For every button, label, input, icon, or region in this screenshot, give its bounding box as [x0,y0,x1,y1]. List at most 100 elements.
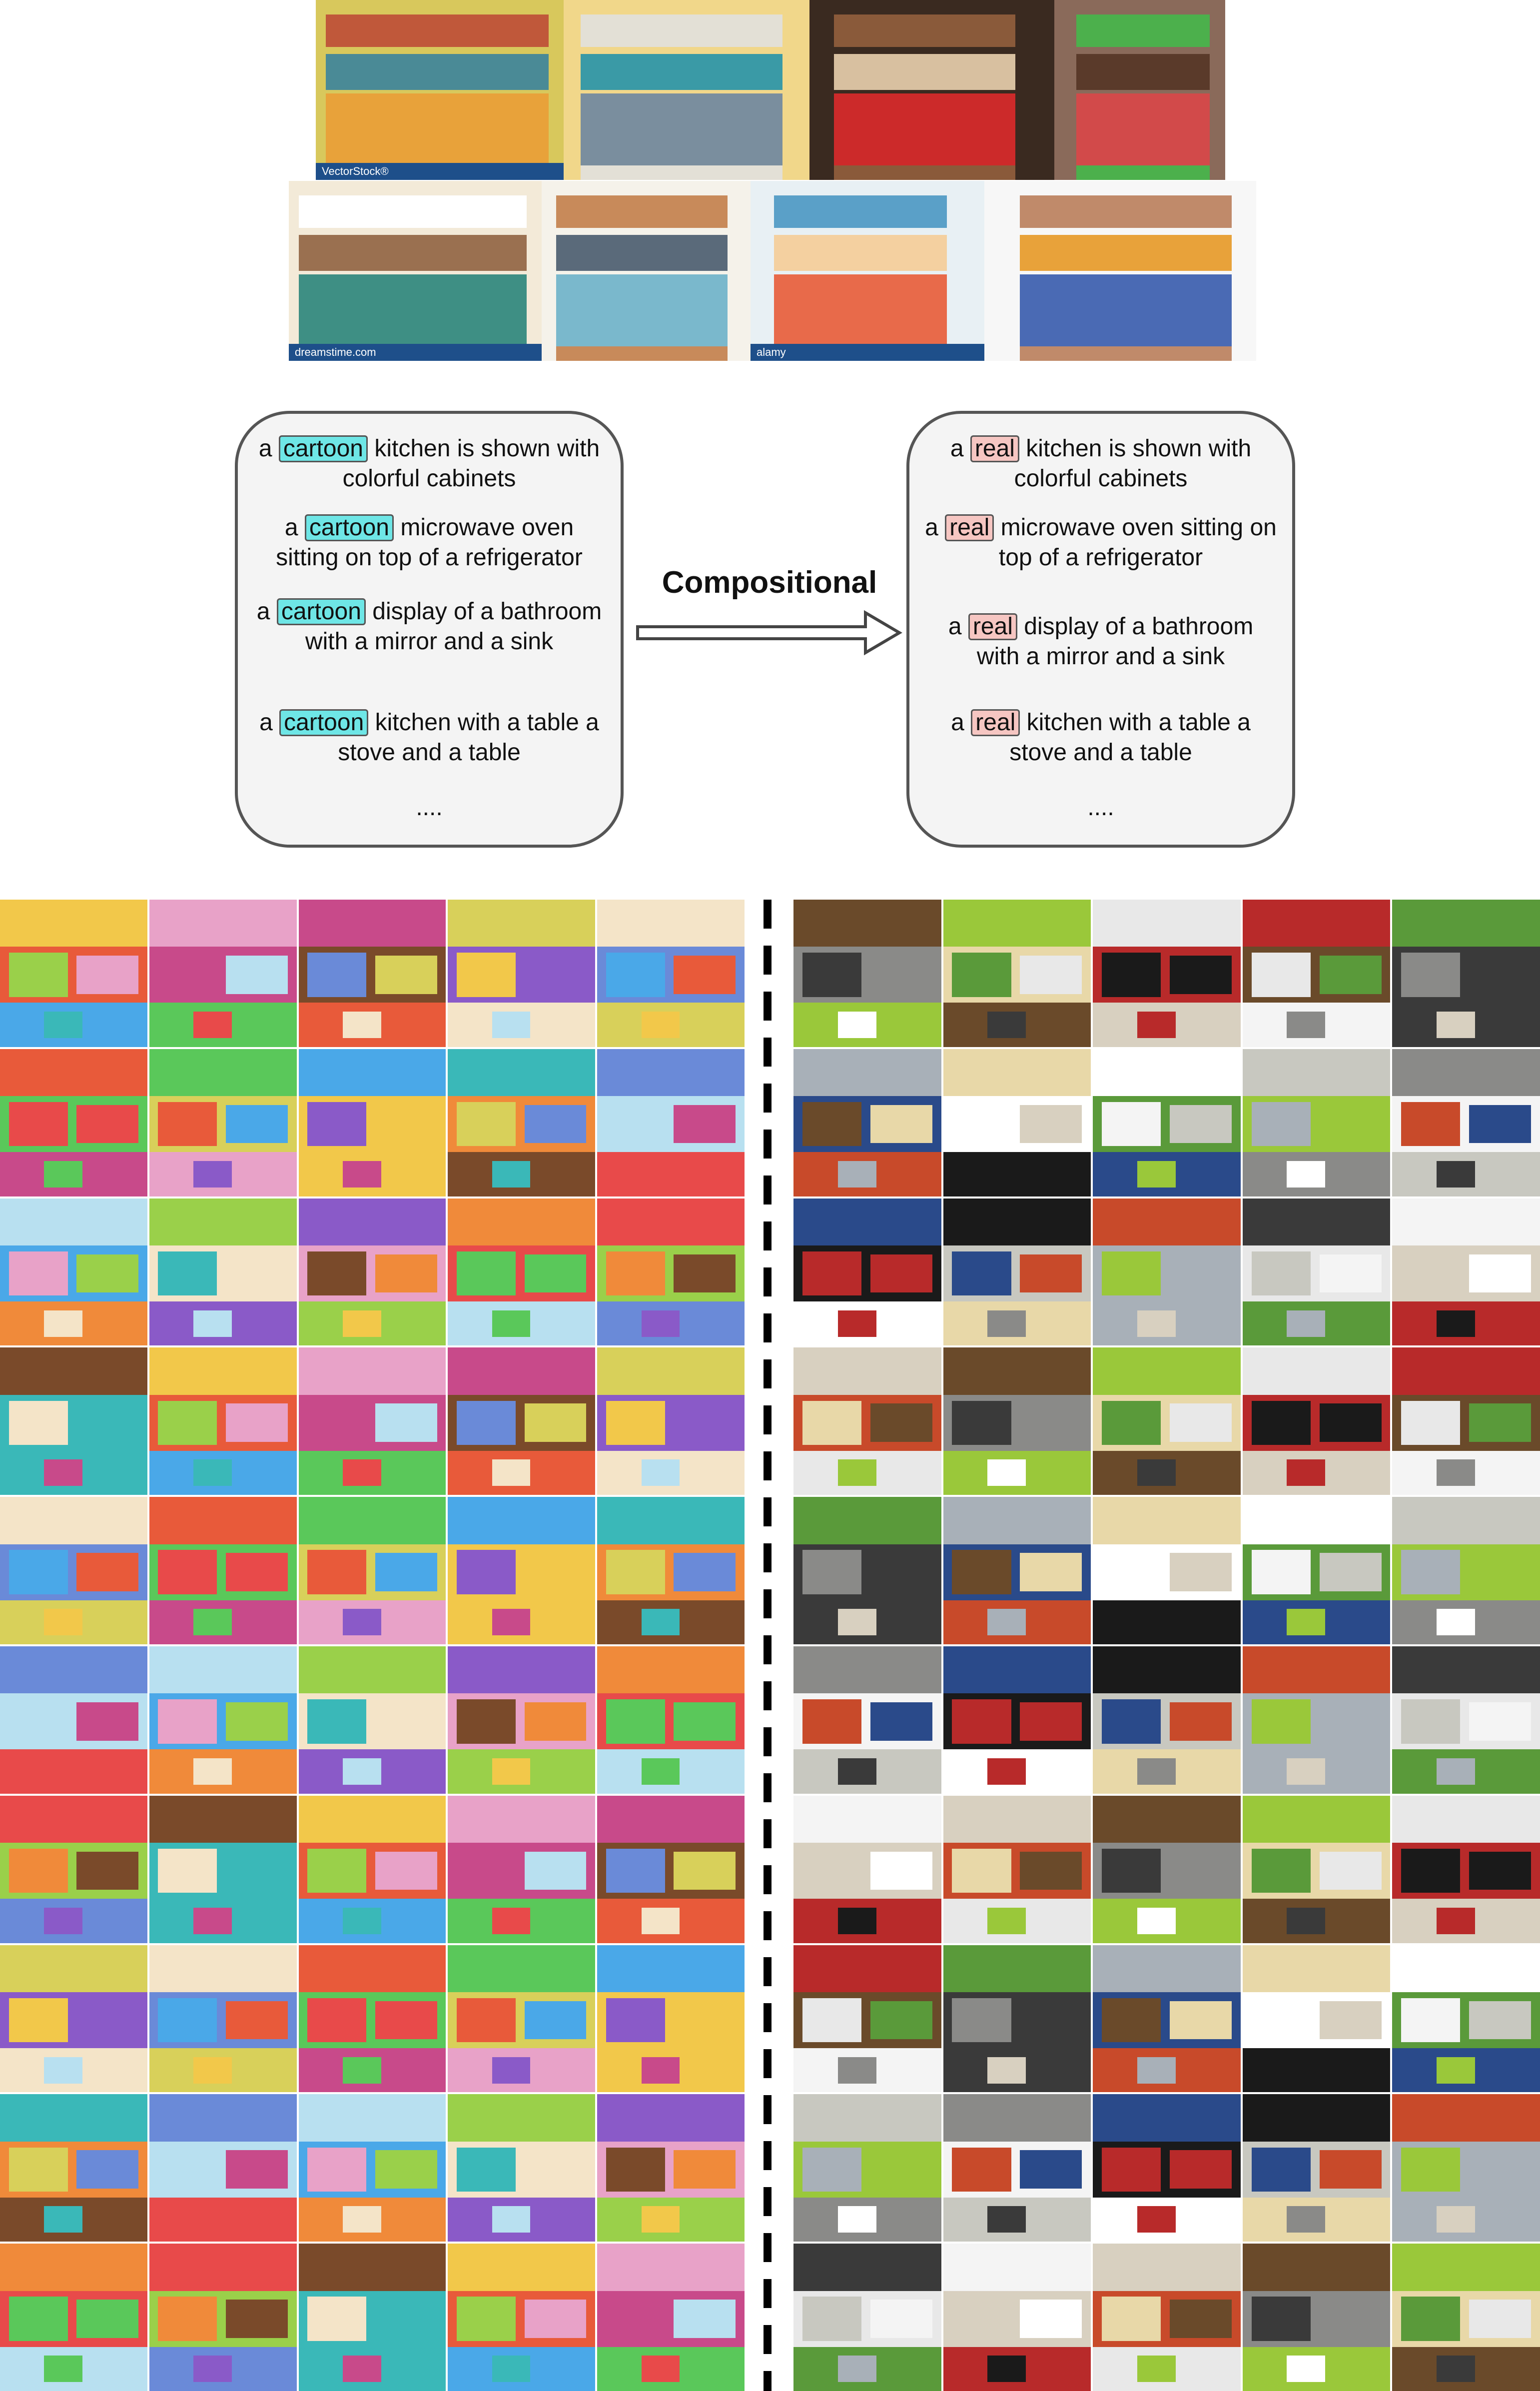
real-caption-2: a real microwave oven sitting on top of … [925,514,1277,571]
watermark-text: dreamstime.com [289,344,542,361]
real-generated-kitchen-image [1093,2094,1241,2242]
real-generated-kitchen-image [1242,900,1391,1047]
cartoon-caption-4: a cartoon kitchen with a table a stove a… [259,709,599,766]
cartoon-generated-kitchen-image [149,1945,297,2093]
right-arrow-icon [636,610,902,656]
cartoon-generated-kitchen-image [0,1347,147,1495]
cartoon-tag: cartoon [304,514,394,541]
cartoon-generated-kitchen-image [448,1497,596,1644]
real-caption-3: a real display of a bathroom with a mirr… [948,613,1254,670]
real-generated-kitchen-image [1392,1198,1540,1346]
cartoon-tag: cartoon [278,435,368,462]
cartoon-generated-kitchen-image [149,900,297,1047]
real-generated-kitchen-image [943,1795,1091,1943]
cartoon-tag: cartoon [279,709,369,736]
real-generated-kitchen-image [1093,2244,1241,2391]
real-generated-kitchen-image [1093,900,1241,1047]
real-generated-kitchen-image [793,2094,941,2242]
cartoon-generated-images-grid [0,900,745,2391]
cartoon-generated-kitchen-image [298,1198,446,1346]
cartoon-generated-kitchen-image [597,1198,745,1346]
real-generated-kitchen-image [1392,1497,1540,1644]
real-generated-kitchen-image [943,1347,1091,1495]
cartoon-generated-kitchen-image [298,2094,446,2242]
real-generated-kitchen-image [793,1049,941,1196]
reference-kitchen-image [542,181,751,361]
real-generated-kitchen-image [1093,1347,1241,1495]
cartoon-generated-kitchen-image [597,2094,745,2242]
cartoon-generated-kitchen-image [597,1945,745,2093]
cartoon-generated-kitchen-image [298,1646,446,1794]
real-generated-kitchen-image [1392,1646,1540,1794]
real-generated-kitchen-image [943,2244,1091,2391]
real-generated-kitchen-image [793,1347,941,1495]
real-generated-kitchen-image [1242,2244,1391,2391]
cartoon-generated-kitchen-image [597,1646,745,1794]
real-generated-kitchen-image [1392,900,1540,1047]
real-generated-kitchen-image [1392,1049,1540,1196]
real-generated-kitchen-image [1093,1646,1241,1794]
cartoon-generated-kitchen-image [0,1945,147,2093]
reference-kitchen-image: VectorStock® [316,0,564,180]
real-generated-kitchen-image [1242,1497,1391,1644]
cartoon-generated-kitchen-image [448,1945,596,2093]
real-generated-kitchen-image [943,2094,1091,2242]
real-generated-kitchen-image [1242,1049,1391,1196]
cartoon-generated-kitchen-image [448,1347,596,1495]
cartoon-generated-kitchen-image [448,1646,596,1794]
cartoon-generated-kitchen-image [448,1198,596,1346]
cartoon-generated-kitchen-image [0,2094,147,2242]
cartoon-caption-2: a cartoon microwave oven sitting on top … [276,514,583,571]
real-generated-kitchen-image [793,2244,941,2391]
real-generated-images-grid [793,900,1540,2391]
reference-kitchen-image [809,0,1054,180]
cartoon-generated-kitchen-image [149,2094,297,2242]
real-generated-kitchen-image [943,1049,1091,1196]
cartoon-tag: cartoon [276,598,366,625]
real-generated-kitchen-image [793,1795,941,1943]
real-tag: real [945,514,994,541]
cartoon-caption-1: a cartoon kitchen is shown with colorful… [258,435,600,492]
cartoon-generated-kitchen-image [0,1198,147,1346]
cartoon-generated-kitchen-image [448,900,596,1047]
real-generated-kitchen-image [1242,1945,1391,2093]
real-generated-kitchen-image [793,1198,941,1346]
cartoon-generated-kitchen-image [448,1795,596,1943]
real-generated-kitchen-image [1242,1347,1391,1495]
reference-kitchen-image [1054,0,1225,180]
cartoon-caption-box: a cartoon kitchen is shown with colorful… [235,411,624,848]
real-caption-4: a real kitchen with a table a stove and … [951,709,1251,766]
real-caption-1: a real kitchen is shown with colorful ca… [950,435,1252,492]
real-generated-kitchen-image [943,1198,1091,1346]
real-generated-kitchen-image [943,900,1091,1047]
cartoon-generated-kitchen-image [298,1795,446,1943]
cartoon-generated-kitchen-image [298,1347,446,1495]
compositional-label: Compositional [662,565,877,600]
real-tag: real [971,709,1020,736]
real-generated-kitchen-image [793,1945,941,2093]
cartoon-generated-kitchen-image [448,2094,596,2242]
cartoon-generated-kitchen-image [448,1049,596,1196]
real-generated-kitchen-image [793,1497,941,1644]
cartoon-generated-kitchen-image [298,1049,446,1196]
cartoon-generated-kitchen-image [0,1646,147,1794]
cartoon-generated-kitchen-image [0,1795,147,1943]
real-generated-kitchen-image [1242,1646,1391,1794]
real-generated-kitchen-image [1392,1347,1540,1495]
cartoon-generated-kitchen-image [298,1945,446,2093]
cartoon-generated-kitchen-image [597,1347,745,1495]
real-generated-kitchen-image [1093,1945,1241,2093]
cartoon-generated-kitchen-image [448,2244,596,2391]
cartoon-generated-kitchen-image [298,1497,446,1644]
cartoon-generated-kitchen-image [149,1497,297,1644]
real-generated-kitchen-image [1093,1497,1241,1644]
real-generated-kitchen-image [943,1945,1091,2093]
reference-kitchen-image [984,181,1256,361]
real-caption-box: a real kitchen is shown with colorful ca… [906,411,1295,848]
reference-kitchen-image: dreamstime.com [289,181,542,361]
cartoon-generated-kitchen-image [298,2244,446,2391]
real-generated-kitchen-image [1093,1198,1241,1346]
watermark-text: VectorStock® [316,163,564,180]
cartoon-generated-kitchen-image [0,1049,147,1196]
